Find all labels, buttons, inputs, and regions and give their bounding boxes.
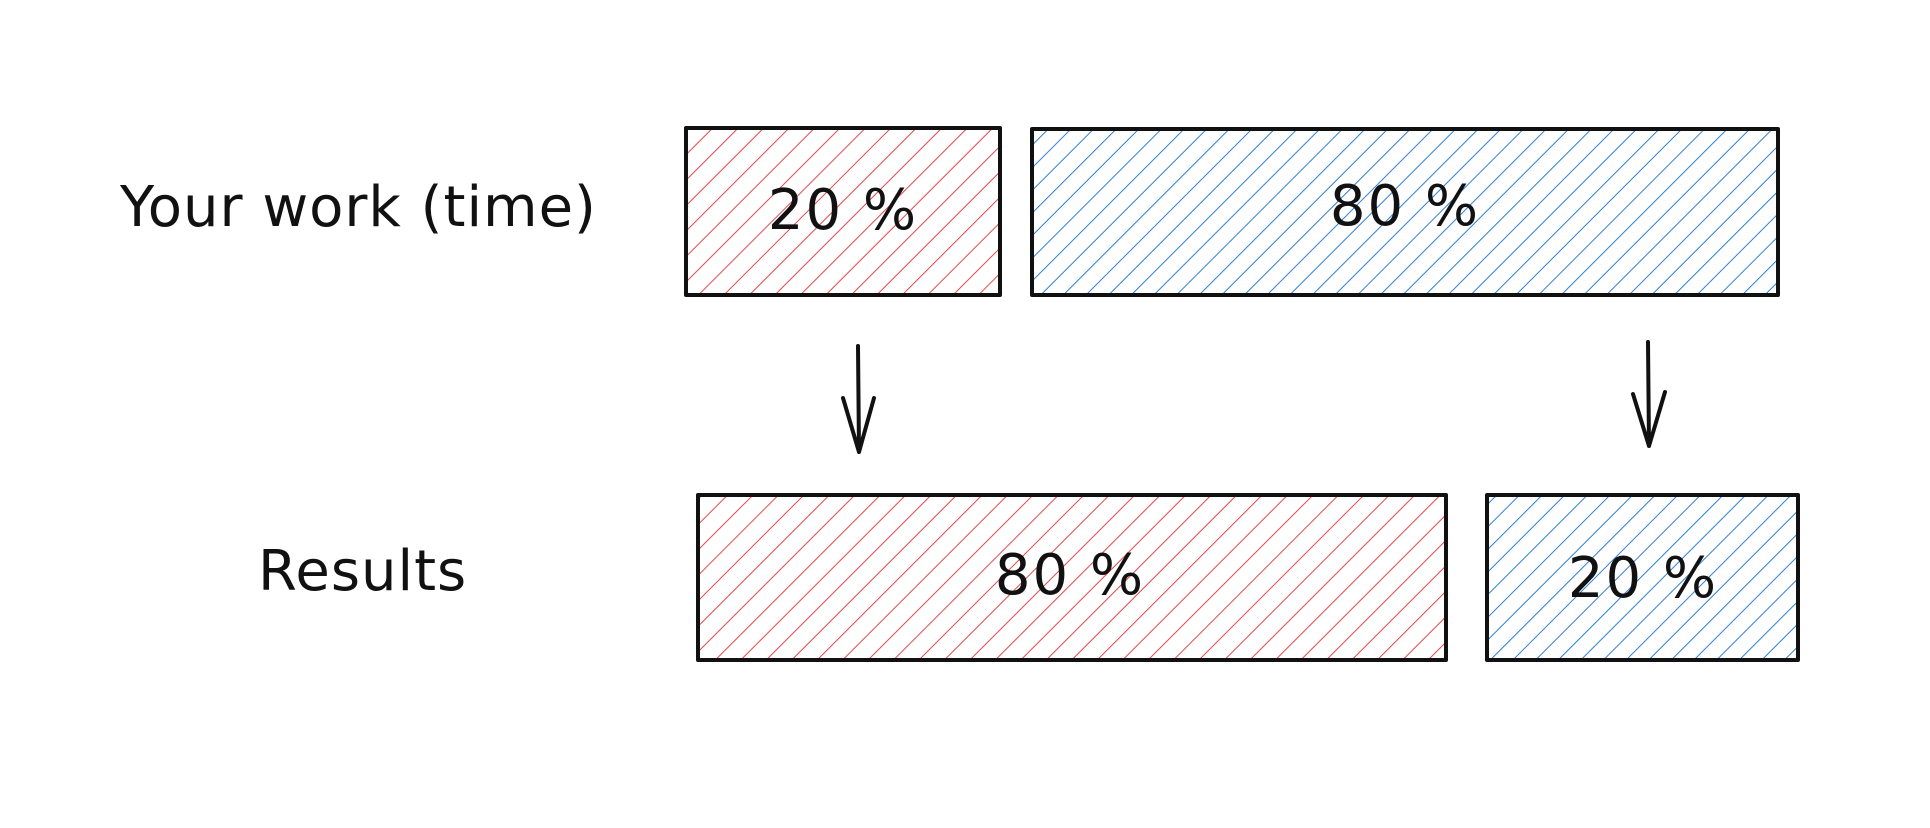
row-results: Results 80 % 20 % [258,493,1800,662]
hatch-fill-blue [1489,496,1797,659]
row-label-your-work: Your work (time) [119,175,597,240]
segment-results-red: 80 % [696,493,1448,662]
segment-results-blue: 20 % [1485,493,1800,662]
hatch-fill-red [700,496,1445,658]
arrow-right [1631,340,1667,448]
segment-value-label: 20 % [768,178,918,243]
segment-your-work-red: 20 % [684,126,1002,297]
segment-value-label: 80 % [1330,174,1480,239]
row-label-results: Results [258,539,467,604]
segment-outline [1030,127,1780,297]
segment-outline [684,126,1002,297]
hatch-fill-red [688,130,999,294]
arrow-left [841,344,876,454]
row-your-work: Your work (time) 20 % 80 % [119,126,1780,297]
segment-your-work-blue: 80 % [1030,127,1780,297]
segment-outline [1485,493,1800,662]
segment-value-label: 80 % [995,543,1145,608]
segment-outline [696,493,1448,662]
arrow-down-icon [841,344,876,454]
arrow-down-icon [1631,340,1667,448]
hatch-fill-blue [1034,130,1776,294]
segment-value-label: 20 % [1568,546,1718,611]
